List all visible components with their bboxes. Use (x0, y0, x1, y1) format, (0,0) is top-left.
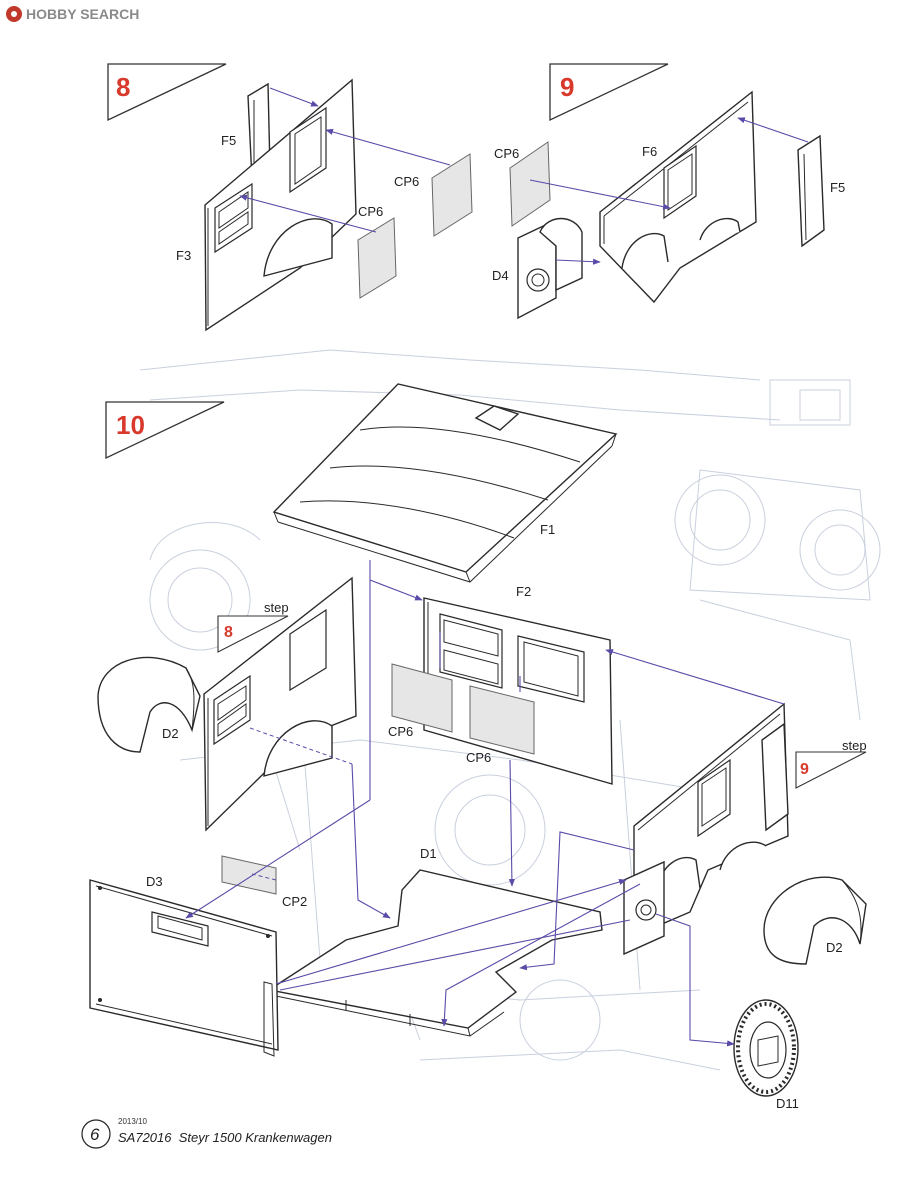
part-f1-roof (272, 383, 618, 583)
part-left-side (203, 576, 357, 832)
label-f1: F1 (540, 522, 555, 537)
step-ref-8: step 8 (217, 600, 289, 653)
label-cp6-b: CP6 (358, 204, 383, 219)
part-f6 (599, 90, 757, 304)
part-cp6-a (431, 153, 473, 237)
part-d1-floor (268, 869, 603, 1037)
label-d2-right: D2 (826, 940, 843, 955)
footer-title: SA72016 Steyr 1500 Krankenwagen (118, 1130, 332, 1145)
footer-date: 2013/10 (118, 1117, 147, 1126)
label-cp6-a: CP6 (394, 174, 419, 189)
step-10-number: 10 (116, 410, 145, 440)
step-10-badge: 10 (105, 401, 225, 460)
label-cp2: CP2 (282, 894, 307, 909)
step-9: 9 CP6 F6 F5 D4 (492, 63, 845, 320)
label-d3: D3 (146, 874, 163, 889)
step-ref-9: step 9 (795, 738, 867, 789)
page-number-circle (81, 1119, 111, 1149)
label-cp6-left: CP6 (388, 724, 413, 739)
part-f5-s9 (797, 134, 825, 248)
step-9-badge: 9 (549, 63, 669, 122)
label-cp6-right: CP6 (466, 750, 491, 765)
logo-mark-icon (6, 6, 22, 22)
part-cp6-b (357, 217, 397, 299)
step-ref-8-word: step (264, 600, 289, 615)
part-d11-wheel (733, 999, 799, 1097)
part-d2-right (763, 876, 867, 965)
hobby-search-logo: HOBBY SEARCH (6, 6, 139, 22)
label-d1: D1 (420, 846, 437, 861)
label-d11: D11 (776, 1096, 799, 1111)
part-cp6-right-s10 (469, 685, 535, 755)
part-right-side (623, 702, 789, 956)
label-f5-s8: F5 (221, 133, 236, 148)
part-cp6-s9 (509, 141, 551, 227)
part-f3 (204, 78, 357, 332)
label-f3: F3 (176, 248, 191, 263)
step-9-number: 9 (560, 72, 574, 102)
part-cp6-left-s10 (391, 663, 453, 733)
logo-text: HOBBY SEARCH (26, 6, 139, 22)
step-ref-9-word: step (842, 738, 867, 753)
label-d4: D4 (492, 268, 509, 283)
part-d3-rear (89, 879, 279, 1057)
label-f2: F2 (516, 584, 531, 599)
step-ref-8-number: 8 (224, 624, 233, 641)
part-d2-left (97, 656, 201, 753)
step-ref-9-number: 9 (800, 761, 809, 778)
part-d4 (517, 217, 583, 320)
step-8: 8 F5 F3 CP6 CP6 (107, 63, 473, 332)
footer: 6 2013/10 SA72016 Steyr 1500 Krankenwage… (81, 1117, 332, 1149)
label-cp6-s9: CP6 (494, 146, 519, 161)
label-d2-left: D2 (162, 726, 179, 741)
step-10: 10 (89, 383, 867, 1111)
part-cp2 (221, 855, 277, 895)
page-number: 6 (90, 1125, 100, 1144)
label-f6: F6 (642, 144, 657, 159)
step-8-badge: 8 (107, 63, 227, 122)
label-f5-s9: F5 (830, 180, 845, 195)
step-8-number: 8 (116, 72, 130, 102)
